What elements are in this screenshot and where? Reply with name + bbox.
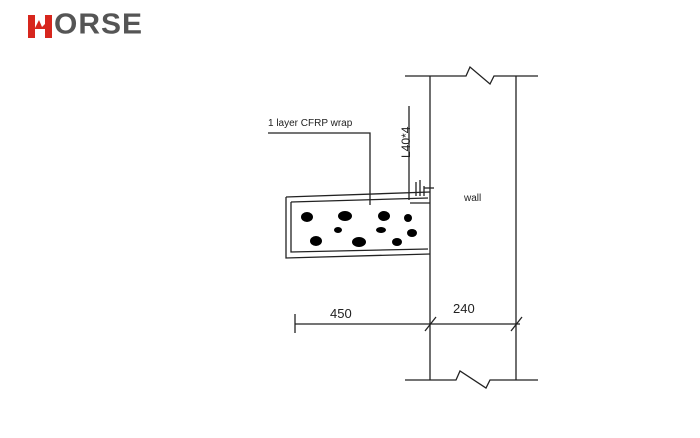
slab-width-dimension: 450	[330, 306, 352, 321]
slab-top-edge	[285, 191, 431, 198]
angle-steel-label: L40*4	[399, 126, 413, 158]
cfrp-leader-line	[268, 132, 371, 205]
aggregate-blob	[301, 212, 313, 222]
dimension-tick-wall-right	[510, 316, 523, 332]
logo-wordmark: ORSE	[54, 8, 144, 41]
aggregate-blob	[310, 236, 322, 246]
aggregate-blob	[407, 229, 417, 237]
horse-logo: ORSE	[28, 8, 180, 41]
aggregate-blob	[338, 211, 352, 221]
angle-steel	[410, 180, 430, 204]
aggregate-blob	[378, 211, 390, 221]
aggregate-blob	[392, 238, 402, 246]
aggregate-blob	[376, 227, 386, 233]
wall-top-break-line	[405, 65, 538, 86]
wall-label: wall	[463, 193, 481, 204]
aggregate-blob	[352, 237, 366, 247]
cfrp-wrap-label: 1 layer CFRP wrap	[268, 118, 353, 129]
logo-h-icon	[28, 15, 52, 38]
aggregate-particles	[301, 211, 417, 247]
wall-bottom-break-line	[405, 370, 538, 389]
dimension-tick-wall-left	[424, 316, 437, 332]
slab-outline	[285, 197, 431, 259]
slab-inner-wrap	[290, 202, 429, 253]
aggregate-blob	[404, 214, 412, 222]
wall-thickness-dimension: 240	[453, 301, 475, 316]
aggregate-blob	[334, 227, 342, 233]
